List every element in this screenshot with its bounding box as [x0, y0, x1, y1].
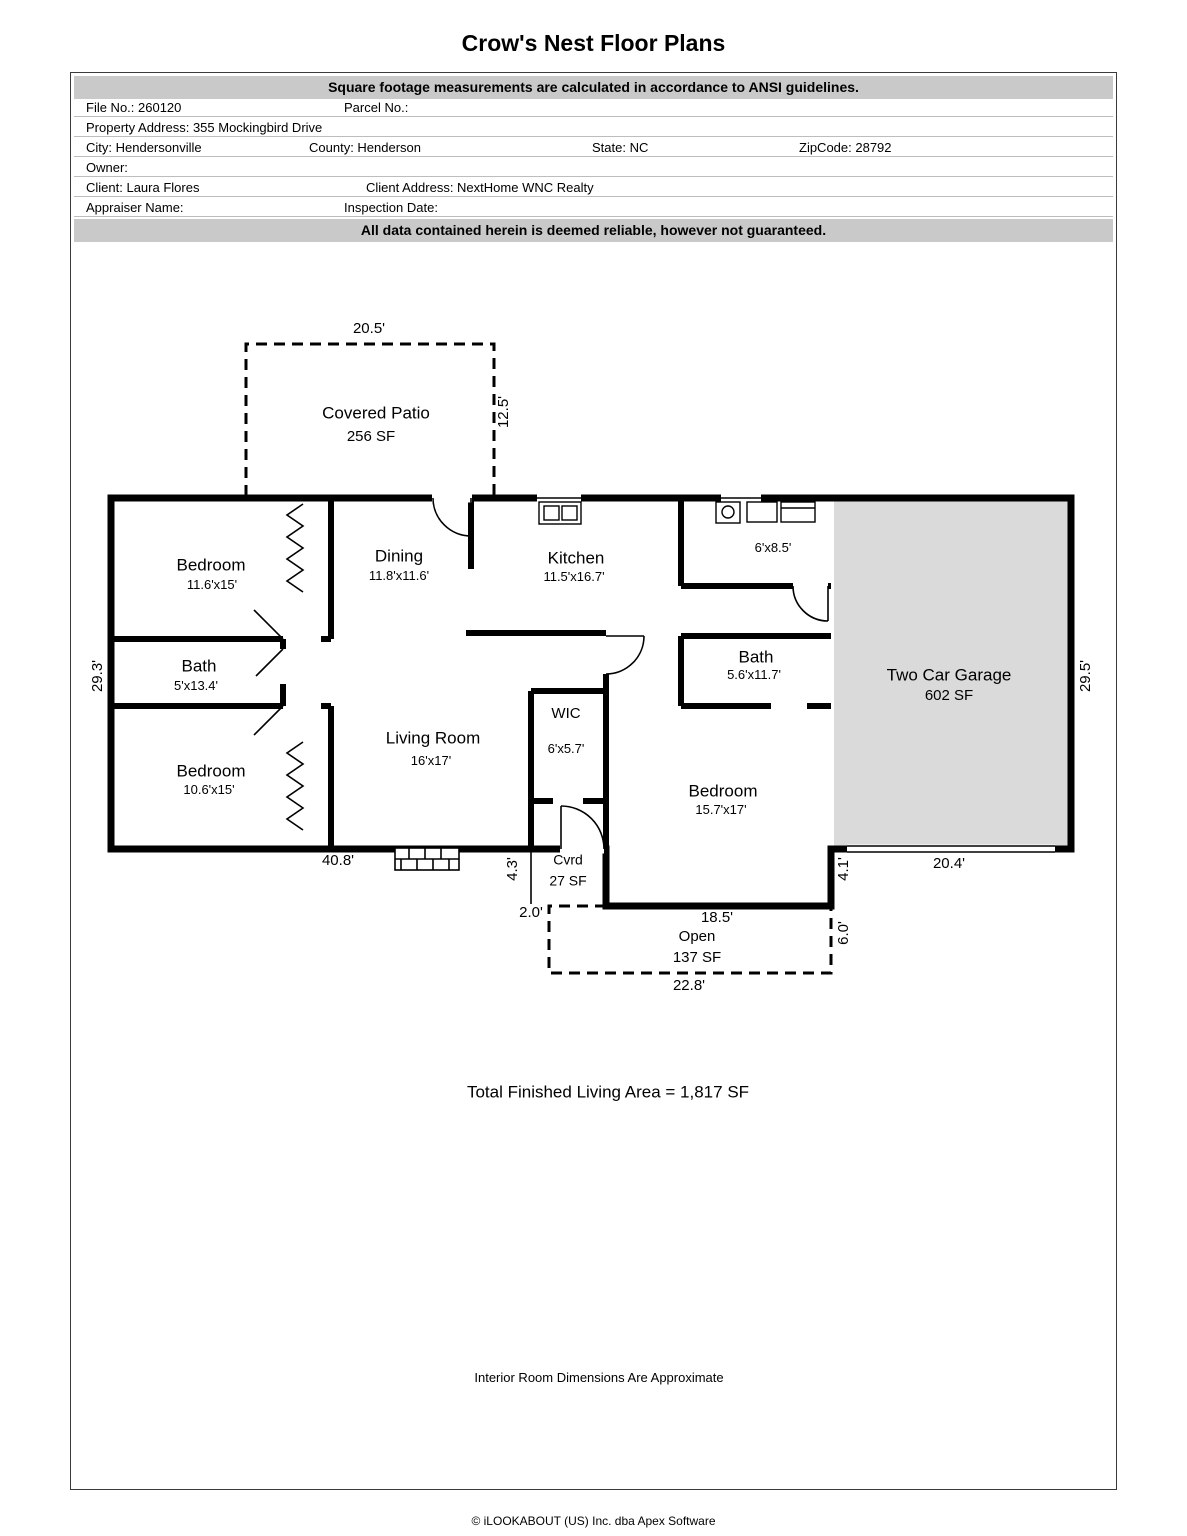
laundry-fixtures-icon — [715, 501, 816, 524]
garage-door-icon — [847, 845, 1055, 853]
info-client-address: Client Address: NextHome WNC Realty — [366, 180, 594, 195]
info-row-address: Property Address: 355 Mockingbird Drive — [74, 117, 1113, 137]
info-inspection: Inspection Date: — [344, 200, 438, 215]
room-bedroom2-dims: 10.6'x15' — [183, 781, 235, 797]
dim-open-bottom: 22.8' — [672, 976, 706, 994]
info-row-appraiser: Appraiser Name: Inspection Date: — [74, 197, 1113, 217]
total-living-area: Total Finished Living Area = 1,817 SF — [466, 1082, 750, 1102]
covered-patio-outline — [244, 342, 496, 496]
room-wic-dims: 6'x5.7' — [547, 740, 585, 756]
room-garage-name: Two Car Garage — [886, 665, 1012, 685]
dim-right-side: 29.5' — [1076, 659, 1094, 693]
room-bedroom2-name: Bedroom — [176, 761, 246, 781]
info-row-city: City: Hendersonville County: Henderson S… — [74, 137, 1113, 157]
page-title: Crow's Nest Floor Plans — [461, 30, 726, 56]
info-appraiser: Appraiser Name: — [86, 200, 184, 215]
room-garage-area: 602 SF — [924, 686, 974, 704]
room-open-area: 137 SF — [672, 948, 722, 966]
room-dining-name: Dining — [374, 546, 424, 566]
dim-patio-depth: 12.5' — [494, 395, 512, 429]
room-bedroom3-name: Bedroom — [688, 781, 758, 801]
disclaimer-banner: All data contained herein is deemed reli… — [74, 219, 1113, 242]
room-bath2-name: Bath — [738, 647, 774, 667]
room-covered-patio-name: Covered Patio — [322, 403, 430, 423]
room-utility-dims: 6'x8.5' — [754, 539, 792, 555]
info-city: City: Hendersonville — [86, 140, 202, 155]
room-wic-name: WIC — [551, 704, 581, 722]
door-swing-icons — [253, 497, 829, 904]
copyright-footer: © iLOOKABOUT (US) Inc. dba Apex Software — [471, 1514, 716, 1528]
document-frame: Square footage measurements are calculat… — [70, 72, 1117, 1490]
info-property-address: Property Address: 355 Mockingbird Drive — [86, 120, 323, 135]
floor-plan-drawing — [107, 342, 1075, 975]
dim-step: 2.0' — [519, 903, 543, 921]
room-cvrd-area: 27 SF — [549, 872, 587, 889]
info-state: State: NC — [592, 140, 649, 155]
room-kitchen-dims: 11.5'x16.7' — [543, 568, 605, 584]
dim-bottom-left: 40.8' — [321, 851, 355, 869]
room-cvrd-name: Cvrd — [553, 851, 583, 868]
open-patio-outline — [547, 904, 833, 975]
room-bedroom1-dims: 11.6'x15' — [186, 576, 238, 592]
room-kitchen-name: Kitchen — [547, 548, 605, 568]
room-bedroom3-dims: 15.7'x17' — [695, 801, 747, 817]
info-row-file: File No.: 260120 Parcel No.: — [74, 97, 1113, 117]
exterior-walls — [107, 494, 1075, 910]
room-living-name: Living Room — [385, 728, 481, 748]
room-covered-patio-area: 256 SF — [346, 427, 396, 445]
info-row-client: Client: Laura Flores Client Address: Nex… — [74, 177, 1113, 197]
dim-porch-depth: 4.3' — [503, 857, 521, 881]
garage-floor — [834, 501, 1068, 846]
dim-garage-width: 20.4' — [932, 854, 966, 872]
room-bath1-dims: 5'x13.4' — [174, 677, 218, 693]
ansi-banner: Square footage measurements are calculat… — [74, 76, 1113, 99]
info-parcel-no: Parcel No.: — [344, 100, 409, 115]
info-file-no: File No.: 260120 — [86, 100, 182, 115]
room-dining-dims: 11.8'x11.6' — [368, 567, 430, 583]
closet-doors-icon — [285, 503, 305, 831]
kitchen-sink-icon — [538, 501, 582, 525]
info-county: County: Henderson — [309, 140, 422, 155]
dim-left-side: 29.3' — [88, 659, 106, 693]
room-bedroom1-name: Bedroom — [176, 555, 246, 575]
room-bath1-name: Bath — [181, 656, 217, 676]
dim-open-top: 18.5' — [700, 908, 734, 926]
dimensions-note: Interior Room Dimensions Are Approximate — [474, 1369, 724, 1385]
dim-right-gap-upper: 4.1' — [834, 857, 852, 881]
fireplace-icon — [394, 847, 460, 871]
info-client: Client: Laura Flores — [86, 180, 200, 195]
room-open-name: Open — [678, 927, 716, 945]
dim-patio-width: 20.5' — [352, 319, 386, 337]
info-zipcode: ZipCode: 28792 — [799, 140, 892, 155]
room-bath2-dims: 5.6'x11.7' — [727, 666, 781, 682]
info-row-owner: Owner: — [74, 157, 1113, 177]
info-owner: Owner: — [86, 160, 128, 175]
room-living-dims: 16'x17' — [410, 752, 452, 768]
floor-plan: 20.5' 12.5' 29.3' 29.5' 40.8' 4.3' 2.0' … — [71, 244, 1116, 1489]
dim-right-gap-lower: 6.0' — [834, 921, 852, 945]
